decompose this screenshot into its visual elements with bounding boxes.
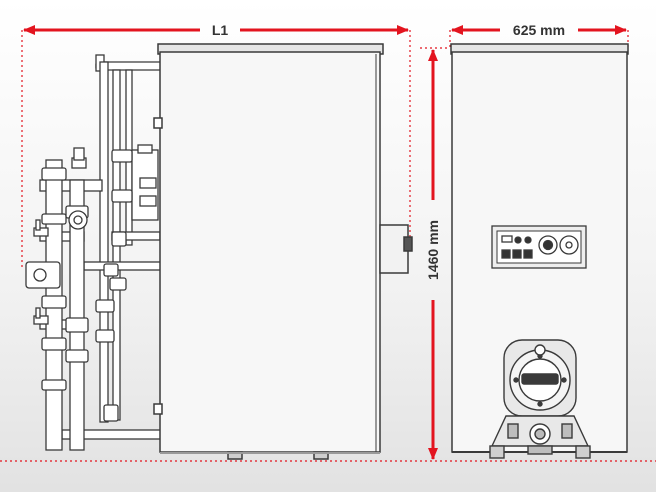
width-label: 625 mm bbox=[513, 22, 565, 38]
piping-assembly bbox=[25, 54, 163, 451]
burner-door bbox=[503, 339, 577, 417]
ash-door bbox=[489, 415, 591, 459]
height-label: 1460 mm bbox=[425, 220, 441, 280]
extension-lines bbox=[0, 30, 656, 462]
control-panel bbox=[491, 225, 587, 269]
boiler-side-view bbox=[153, 43, 413, 460]
dimension-width: 625 mm bbox=[451, 22, 627, 38]
length-label: L1 bbox=[212, 22, 229, 38]
dimension-l1: L1 bbox=[23, 22, 409, 38]
dimension-height: 1460 mm bbox=[425, 49, 441, 460]
